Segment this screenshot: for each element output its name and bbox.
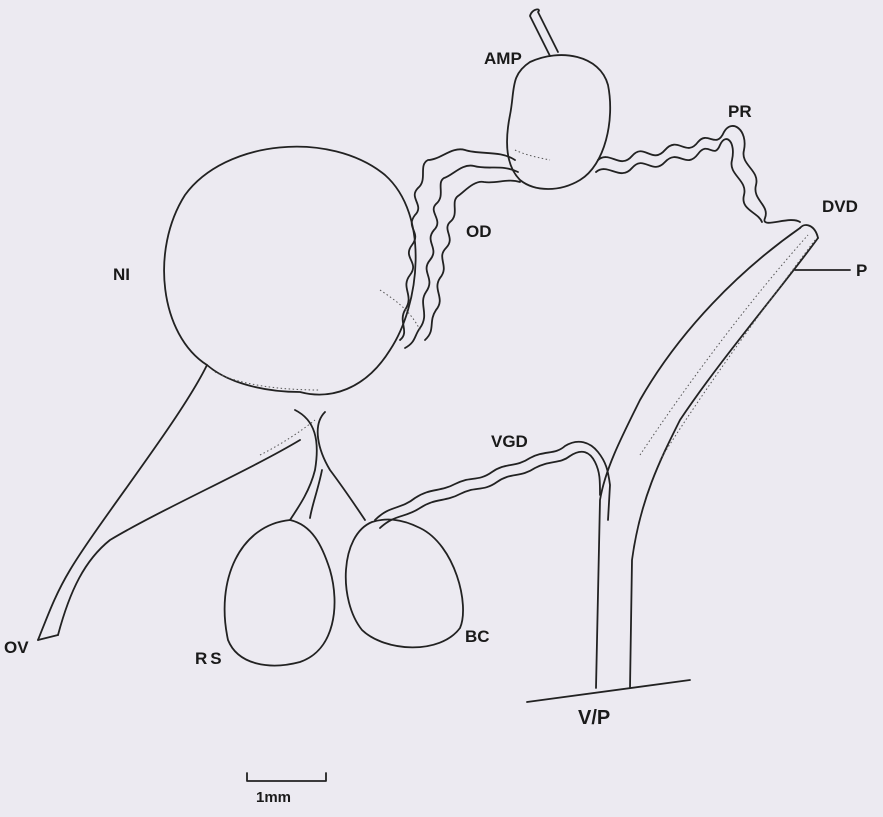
vp-tube-right: [630, 238, 818, 688]
label-pr: PR: [728, 103, 752, 120]
rs-duct-2: [318, 412, 365, 520]
label-vp: V/P: [578, 708, 610, 728]
ni-stipple: [215, 372, 320, 455]
ov-duct-inner: [58, 440, 300, 635]
label-amp: AMP: [484, 50, 522, 67]
pr-duct-inner: [596, 139, 762, 222]
p-tip: [800, 225, 818, 238]
bc-duct: [310, 470, 322, 518]
scale-bar: [247, 773, 326, 781]
ov-tip: [38, 635, 58, 640]
label-dvd: DVD: [822, 198, 858, 215]
scale-bar-label: 1mm: [256, 790, 291, 805]
vp-base-line: [527, 680, 690, 702]
label-ni: NI: [113, 266, 130, 283]
label-od: OD: [466, 223, 492, 240]
od-duct-3: [425, 181, 520, 340]
vp-tube-left: [596, 228, 800, 688]
label-vgd: VGD: [491, 433, 528, 450]
label-ov: OV: [4, 639, 29, 656]
ni-organ: [164, 147, 416, 395]
pr-duct: [598, 126, 800, 223]
label-rs: RS: [195, 650, 225, 667]
rs-sac: [225, 520, 335, 666]
amp-organ: [507, 55, 610, 189]
bc-sac: [346, 520, 463, 648]
od-duct: [400, 149, 515, 340]
vgd-duct-inner: [380, 452, 600, 528]
amp-stalk: [530, 9, 558, 56]
label-bc: BC: [465, 628, 490, 645]
label-p: P: [856, 262, 867, 279]
p-sheath-inner: [640, 235, 815, 460]
od-stipple: [380, 150, 550, 330]
